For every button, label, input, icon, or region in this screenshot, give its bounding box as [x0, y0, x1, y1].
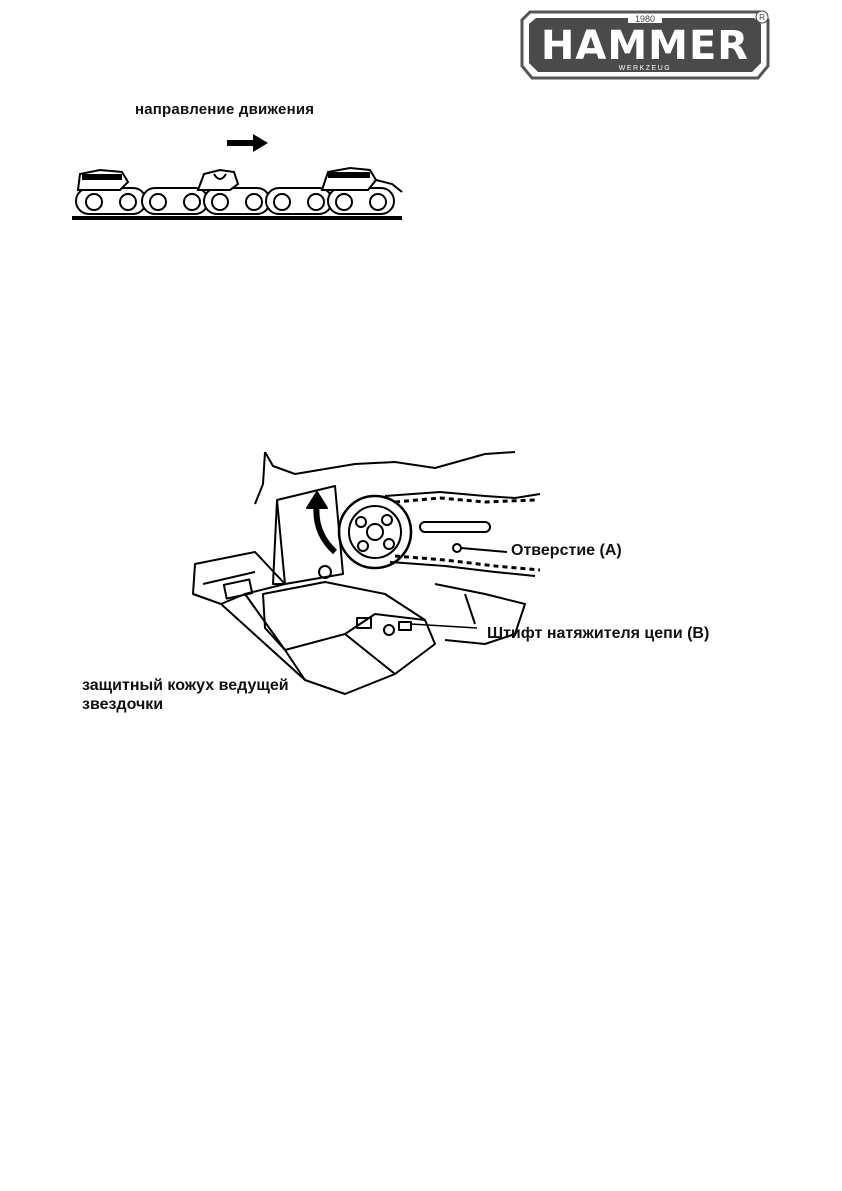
logo-brand: HAMMER: [541, 23, 749, 69]
registered-mark: R: [759, 13, 765, 22]
sprocket-guard-label-line2: звездочки: [82, 696, 164, 713]
tensioner-pin-b-label: Штифт натяжителя цепи (B): [487, 625, 710, 642]
saw-chain-illustration: [72, 166, 403, 220]
arrow-right-icon: [227, 134, 268, 152]
logo-year: 1980: [635, 14, 655, 24]
sprocket-guard-label-line1: защитный кожух ведущей: [82, 677, 289, 694]
chainsaw-illustration: [192, 451, 541, 695]
hammer-logo: 1980 HAMMER WERKZEUG R: [520, 10, 770, 80]
sprocket-guard-label: защитный кожух ведущей звездочки: [82, 676, 289, 714]
logo-subtitle: WERKZEUG: [619, 65, 671, 72]
direction-label: направление движения: [135, 101, 315, 118]
hole-a-label: Отверстие (A): [511, 542, 622, 559]
